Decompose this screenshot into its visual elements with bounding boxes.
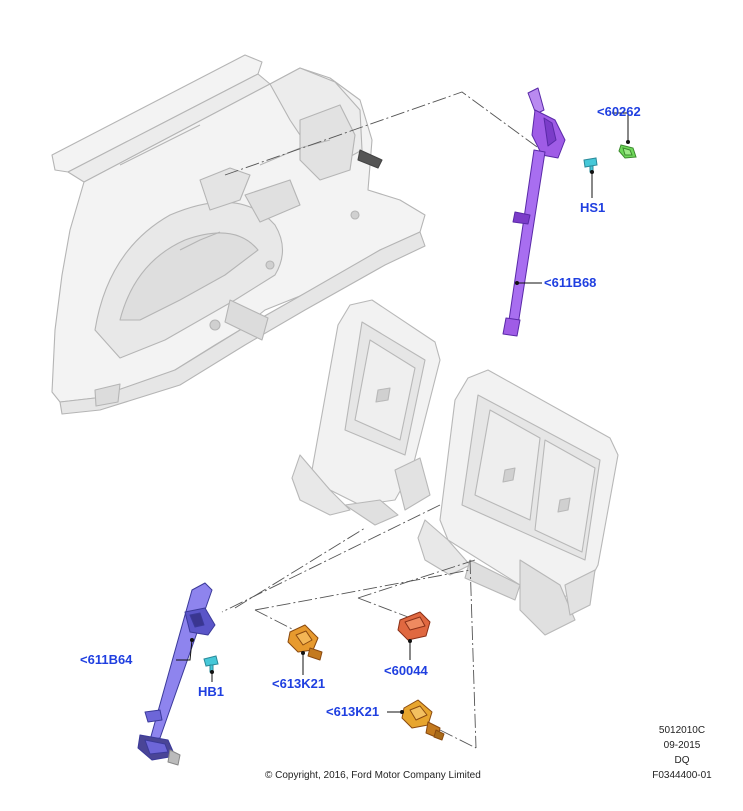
callout-60262[interactable]: <60262 bbox=[597, 104, 641, 119]
buckle-60044[interactable] bbox=[397, 611, 431, 641]
callout-leaders bbox=[176, 112, 629, 713]
callout-613k21-lower[interactable]: <613K21 bbox=[326, 704, 380, 719]
upper-seat-belt-assembly bbox=[502, 87, 566, 337]
vehicle-body-side-panel bbox=[51, 54, 426, 415]
callout-611b68[interactable]: <611B68 bbox=[544, 275, 597, 290]
buckle-613k21-upper[interactable] bbox=[287, 624, 323, 661]
bolt-hb1[interactable] bbox=[203, 655, 219, 673]
callout-hb1[interactable]: HB1 bbox=[198, 684, 225, 699]
diagram-date: 09-2015 bbox=[663, 740, 701, 751]
callout-dots bbox=[190, 140, 630, 714]
leader-lines bbox=[221, 91, 549, 749]
copyright-notice: © Copyright, 2016, Ford Motor Company Li… bbox=[265, 770, 481, 781]
seat-back-frame-left bbox=[291, 299, 441, 526]
clip-60262[interactable] bbox=[618, 144, 637, 159]
buckle-613k21-lower[interactable] bbox=[401, 699, 445, 741]
diagram-code: 5012010C bbox=[658, 725, 706, 736]
lower-seat-belt-assembly bbox=[137, 582, 216, 766]
seat-back-frame-right bbox=[417, 369, 619, 636]
callout-hs1[interactable]: HS1 bbox=[580, 200, 606, 215]
callout-60044[interactable]: <60044 bbox=[384, 663, 428, 678]
callout-611b64[interactable]: <611B64 bbox=[80, 652, 133, 667]
callout-613k21-upper[interactable]: <613K21 bbox=[272, 676, 326, 691]
bolt-hs1[interactable] bbox=[583, 157, 598, 173]
diagram-region: DQ bbox=[674, 755, 690, 766]
figure-number: F0344400-01 bbox=[652, 770, 712, 781]
